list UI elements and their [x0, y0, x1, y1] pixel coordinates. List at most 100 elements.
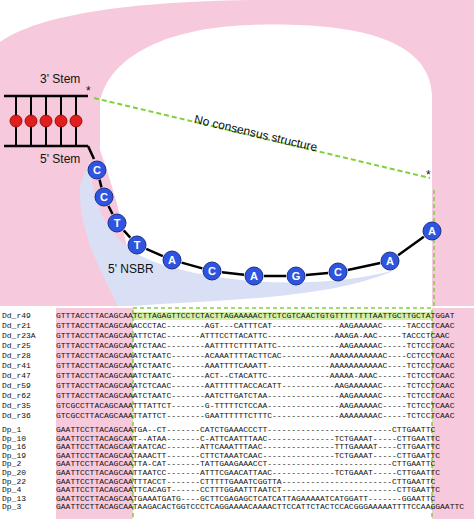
circle-fill	[245, 267, 263, 285]
nucleotide-circle: C	[94, 187, 114, 207]
region-label: 5' NSBR	[108, 262, 154, 276]
sequence-text: GTTTACCTTACAGCAAACCCTAC--------AGT---CAT…	[56, 322, 454, 330]
base-letter: C	[94, 187, 114, 203]
sequence-text: GTTTACCTTACAGCAAATCTAAC--------AATTTTCTT…	[56, 342, 454, 350]
sequence-name: Dd_r47	[2, 372, 31, 380]
sequence-name: Dp_16	[2, 443, 26, 451]
pair-dot	[70, 115, 82, 127]
pair-dot	[25, 115, 37, 127]
nucleotide-circle: A	[162, 250, 182, 270]
sequence-name: Dp_20	[2, 469, 26, 477]
sequence-text: GAATTCCTTACAGCAATTCACAGT------CCTTTGGAAT…	[56, 486, 440, 494]
sequence-text: GTTTACCTTACAGCAAATCTAATC-------AAATTTTCA…	[56, 362, 454, 370]
sequence-text: GTTTACCTTACAGCAATCTTAGAGTTCCTCTACTTAGAAA…	[56, 312, 454, 320]
stem-label: 5' Stem	[40, 152, 80, 166]
base-letter: G	[286, 266, 306, 282]
nucleotide-circle: A	[380, 251, 400, 271]
base-letter: C	[87, 160, 107, 176]
sequence-name: Dd_r21	[2, 322, 31, 330]
asterisk-mark: *	[426, 168, 431, 182]
sequence-name: Dd_r36	[2, 412, 31, 420]
sequence-text: GAATTCCTTACAGCAATTAATCC-------ATTTCGAACA…	[56, 469, 440, 477]
backbone-link	[348, 263, 380, 270]
nucleotide-circle: C	[328, 262, 348, 282]
sequence-name: Dd_r28	[2, 352, 31, 360]
base-letter: T	[107, 213, 127, 229]
circle-fill	[423, 222, 441, 240]
pair-dot	[55, 115, 67, 127]
backbone-link	[222, 272, 244, 275]
circle-fill	[287, 267, 305, 285]
sequence-name: Dd_r62	[2, 392, 31, 400]
sequence-name: Dp_1	[2, 426, 21, 434]
sequence-text: GAATTCCTTACAGCAATGA--CT-------CATCTGAAAC…	[56, 426, 435, 434]
base-letter: T	[127, 235, 147, 251]
structure-note: No consensus structure	[193, 112, 319, 154]
dashed-link	[94, 98, 430, 178]
sequence-text: GAATTCCTTACAGCAATAAACTT-------CTTCTAAATC…	[56, 452, 440, 460]
sequence-text: GTTTACCTTACAGCAAATCTAATC-------ACAAATTTT…	[56, 352, 454, 360]
sequence-name: Dp_4	[2, 486, 21, 494]
sequence-name: Dd_r41	[2, 362, 31, 370]
nucleotide-circle: T	[107, 213, 127, 233]
dashed-leader	[433, 190, 435, 306]
backbone-link	[264, 275, 286, 278]
sequence-text: GTTTACCTTACAGCAAATCTAATC-------ACT--CTAC…	[56, 372, 454, 380]
sequence-name: Dd_r49	[2, 312, 31, 320]
circle-fill	[108, 214, 126, 232]
sequence-name: Dd_r25	[2, 342, 31, 350]
circle-fill	[88, 161, 106, 179]
sequence-text: GAATTCCTTACAGCAATTA-CAT-------TATTGAAGAA…	[56, 460, 435, 468]
sequence-name: Dd_r23A	[2, 332, 36, 340]
backbone-link	[182, 263, 203, 269]
base-pairs	[10, 96, 82, 146]
base-letter: A	[380, 251, 400, 267]
nucleotide-circle: T	[127, 235, 147, 255]
backbone-link	[146, 249, 163, 256]
stem-region	[0, 0, 474, 306]
circle-fill	[95, 188, 113, 206]
sequence-text: GAATTCCTTACAGCAATTTACCT-------CTTTTTGAAA…	[56, 478, 435, 486]
circle-fill	[203, 262, 221, 280]
stem-label: 3' Stem	[40, 72, 80, 86]
nucleotide-circle: A	[422, 221, 442, 241]
base-letter: A	[162, 250, 182, 266]
nucleotide-circle: G	[286, 266, 306, 286]
nucleotide-circle: A	[244, 266, 264, 286]
circle-fill	[381, 252, 399, 270]
sequence-name: Dp_2	[2, 460, 21, 468]
sequence-text: GTCGCCTTACAGCAAATTATTCT--------GAATTTTTT…	[56, 412, 454, 420]
sequence-name: Dp_22	[2, 478, 26, 486]
sequence-text: GAATTCCTTACAGCAAT--ATAA-------C-ATTCAATT…	[56, 435, 440, 443]
sequence-name: Dp_10	[2, 435, 26, 443]
circle-fill	[329, 263, 347, 281]
nucleotide-circle: C	[202, 261, 222, 281]
strand-link	[88, 146, 94, 159]
backbone-link	[398, 237, 424, 255]
base-letter: A	[422, 221, 442, 237]
sequence-name: Dd_r59	[2, 382, 31, 390]
base-letter: A	[244, 266, 264, 282]
circle-fill	[128, 236, 146, 254]
sequence-text: GAATTCCTTACAGCAATAAGACACTGGTCCCTCAGGAAAA…	[56, 503, 464, 511]
backbone-link	[124, 230, 131, 237]
circle-fill	[163, 251, 181, 269]
sequence-text: GAATTCCTTACAGCAATAATCAC-------ATTCAAATTT…	[56, 443, 440, 451]
base-letter: C	[328, 262, 348, 278]
sequence-text: GAATTCCTTACAGCAATGAAATGATG----GCTTCGAGAG…	[56, 495, 435, 503]
sequence-text: GTTTACCTTACAGCAAATCTCAAC-------AATTTTTTA…	[56, 382, 454, 390]
sequence-text: GTCGCCTTACAGCAAATTTATTCT-------G-TTTTTCT…	[56, 402, 454, 410]
asterisk-mark: *	[86, 84, 91, 98]
base-letter: C	[202, 261, 222, 277]
backbone-link	[108, 206, 112, 214]
backbone-link	[306, 273, 328, 275]
pair-dot	[10, 115, 22, 127]
backbone-link	[100, 180, 102, 188]
sequence-name: Dp_3	[2, 503, 21, 511]
pair-dot	[40, 115, 52, 127]
sequence-text: GTTTACCTTACAGCAAATCTAATC-------AATCTTGAT…	[56, 392, 454, 400]
nsbr-region	[80, 160, 395, 306]
sequence-name: Dp_19	[2, 452, 26, 460]
sequence-text: GTTTACCTTACAGCAAATTCTAC-------ATTTCCTTAC…	[56, 332, 450, 340]
